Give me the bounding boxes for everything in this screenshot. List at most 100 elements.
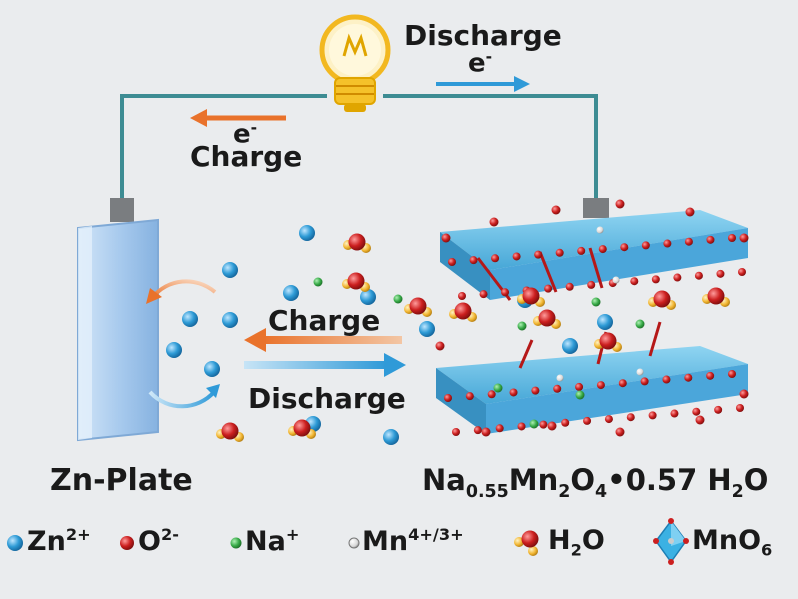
formula-sub-mn: 2 (558, 481, 571, 502)
lattice-oxygen (736, 404, 744, 412)
legend-oxygen: O2- (138, 525, 179, 557)
lattice-oxygen (501, 288, 510, 297)
cathode-terminal (583, 198, 609, 218)
electron-top-label: e- (468, 49, 492, 76)
sodium-ion (313, 277, 323, 287)
legend-mn-sup: 4+/3+ (408, 525, 464, 544)
sodium-ion (575, 390, 585, 400)
light-bulb-icon (319, 14, 391, 112)
lattice-bond (588, 247, 604, 289)
lattice-oxygen (663, 239, 672, 248)
lattice-oxygen (670, 409, 679, 418)
legend-o-text: O (138, 526, 161, 557)
lattice-oxygen (583, 416, 592, 425)
lattice-oxygen (531, 386, 540, 395)
formula-water-h: •0.57 H (607, 463, 732, 497)
formula-sub-na: 0.55 (465, 481, 509, 502)
zn-ion (597, 314, 613, 330)
legend-sodium: Na+ (245, 525, 300, 555)
lattice-oxygen (481, 427, 491, 437)
lattice-oxygen (618, 379, 627, 388)
circuit-wire (120, 94, 598, 202)
manganese-ion (556, 374, 564, 382)
lattice-oxygen (714, 405, 723, 414)
lattice-oxygen (489, 217, 499, 227)
water-oxygen (293, 419, 311, 437)
water-oxygen (522, 287, 540, 305)
zn-plate-text: Zn-Plate (50, 463, 193, 498)
lattice-oxygen (615, 199, 625, 209)
legend-water-icon (514, 530, 539, 556)
lattice-oxygen (551, 205, 561, 215)
water-oxygen (707, 287, 725, 305)
lattice-oxygen (615, 427, 625, 437)
lattice-oxygen (694, 271, 703, 280)
manganese-ion (612, 276, 620, 284)
lattice-oxygen (565, 282, 574, 291)
lattice-oxygen (473, 426, 482, 435)
sodium-ion (635, 319, 645, 329)
legend-na-sup: + (285, 525, 300, 544)
lattice-oxygen (738, 268, 746, 276)
lattice-oxygen (626, 413, 635, 422)
lattice-oxygen (544, 284, 553, 293)
lattice-oxygen (561, 418, 570, 427)
lattice-oxygen (739, 233, 749, 243)
lattice-oxygen (435, 341, 445, 351)
zn-plate-label: Zn-Plate (50, 466, 193, 496)
lattice-oxygen (547, 421, 557, 431)
legend-o-sup: 2- (160, 525, 179, 544)
cathode-layered-structure (435, 199, 749, 437)
lattice-bond (538, 251, 558, 293)
legend-mno6-text: MnO (692, 525, 762, 556)
charge-left-label: Charge (190, 143, 302, 171)
formula-mn: Mn (508, 463, 559, 497)
lattice-oxygen (706, 235, 715, 244)
lattice-oxygen (452, 428, 460, 436)
lattice-oxygen (553, 384, 562, 393)
zn-ion (283, 285, 299, 301)
zn-ion (166, 342, 182, 358)
legend-water: H2O (548, 527, 605, 559)
electron-charge-arrow (190, 109, 286, 127)
legend-manganese-icon (348, 537, 360, 549)
lattice-oxygen (648, 411, 657, 420)
legend-mno6: MnO6 (692, 527, 772, 559)
charge-arrow (244, 328, 402, 352)
discharge-top-text: Discharge (404, 19, 562, 52)
sodium-ion (493, 383, 503, 393)
lattice-oxygen (512, 252, 521, 261)
lattice-oxygen (587, 280, 596, 289)
formula-na: Na (422, 463, 466, 497)
cathode-formula-label: Na0.55Mn2O4•0.57 H2O (422, 466, 768, 501)
sodium-ion (517, 321, 527, 331)
charge-left-text: Charge (190, 140, 303, 173)
lattice-oxygen (539, 420, 548, 429)
lattice-oxygen (728, 370, 736, 378)
lattice-oxygen (465, 392, 474, 401)
zn-ion (419, 321, 435, 337)
legend-h2o-h: H (548, 525, 571, 556)
electron-left-sup: - (250, 119, 258, 137)
legend-icons (7, 518, 689, 565)
electron-discharge-arrow (436, 76, 530, 92)
water-oxygen (409, 297, 427, 315)
formula-sub-o: 4 (595, 481, 608, 502)
lattice-oxygen (684, 373, 693, 382)
zn-ion (360, 289, 376, 305)
lattice-oxygen (685, 207, 695, 217)
lattice-oxygen (739, 389, 749, 399)
lattice-oxygen (728, 234, 736, 242)
lattice-oxygen (692, 407, 701, 416)
sodium-ion (591, 297, 601, 307)
zn-ion (204, 361, 220, 377)
lattice-oxygen (517, 422, 526, 431)
lattice-oxygen (598, 245, 607, 254)
charge-curve-arrow (150, 279, 217, 300)
lattice-oxygen (630, 277, 639, 286)
zn-ion (562, 338, 578, 354)
lattice-oxygen (509, 388, 518, 397)
legend-h2o-sub: 2 (570, 540, 582, 560)
